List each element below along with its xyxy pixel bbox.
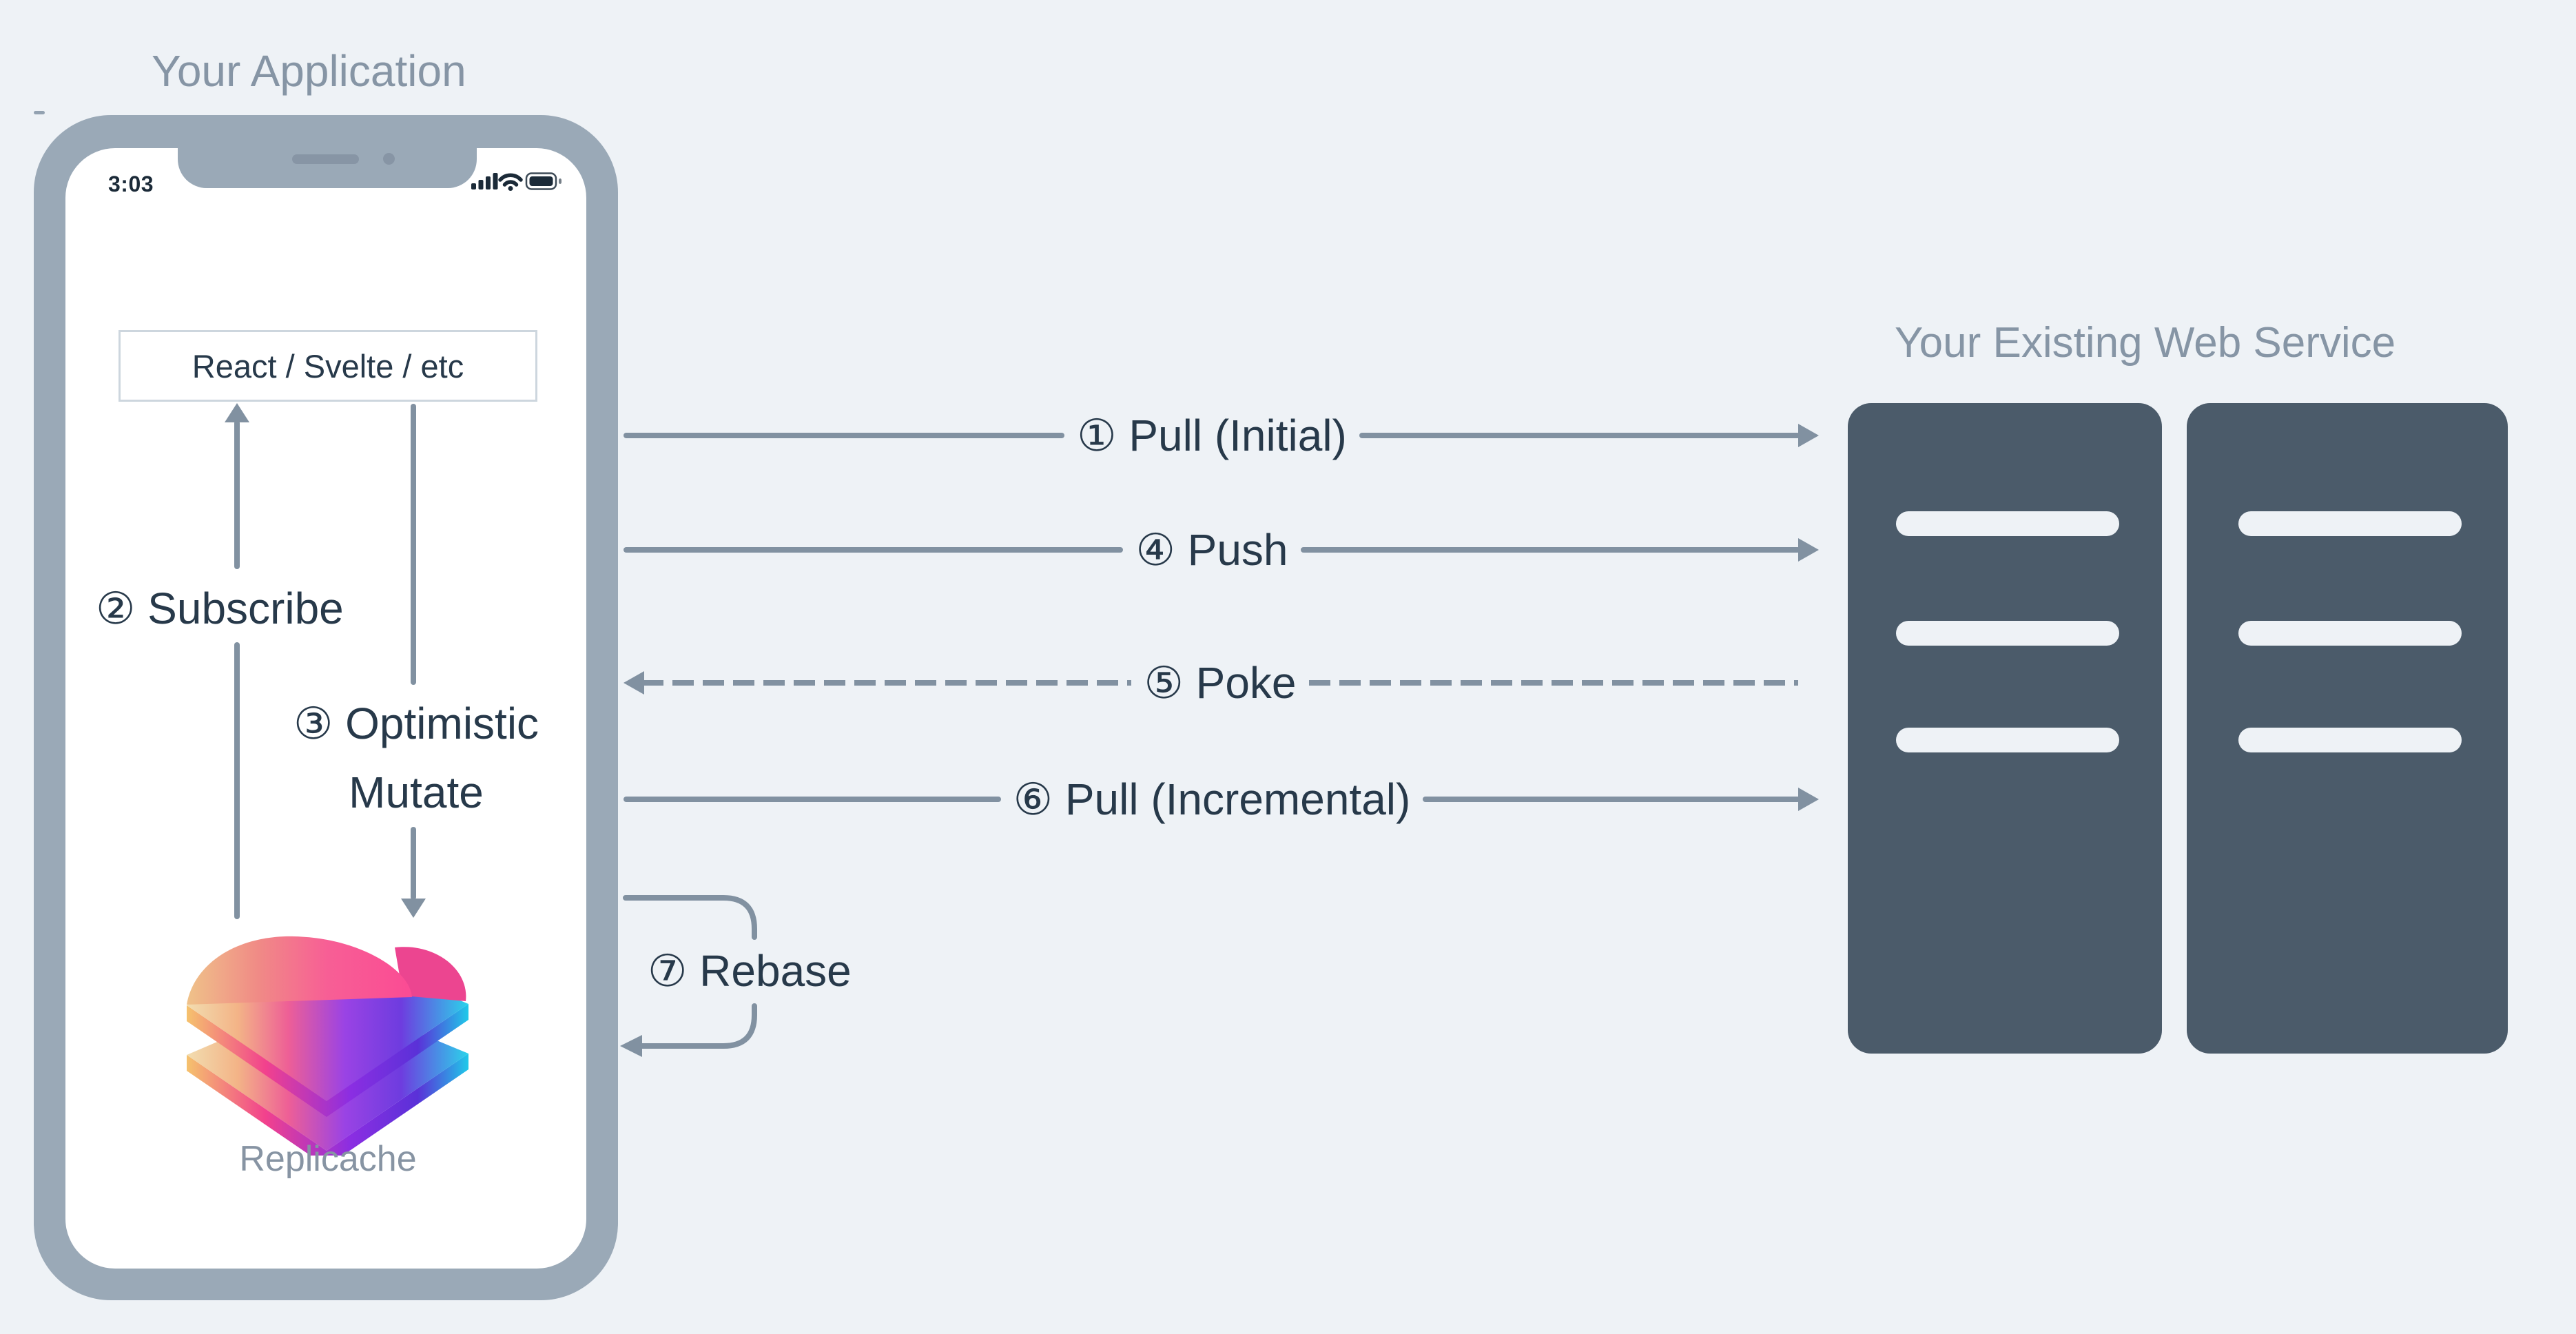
- mutate-label-line2: Mutate: [349, 768, 484, 817]
- arrow-right-icon: [1798, 538, 1819, 562]
- arrow-right-icon: [1798, 788, 1819, 811]
- flow-line: [1300, 547, 1800, 553]
- status-time: 3:03: [108, 172, 154, 196]
- flow-line: [624, 433, 1065, 438]
- server-slot: [1896, 621, 2119, 646]
- speaker-icon: [292, 154, 359, 164]
- wifi-icon: [498, 173, 523, 187]
- flow-label: ⑥ Pull (Incremental): [1013, 774, 1411, 824]
- subscribe-line-upper: [234, 420, 240, 569]
- mutate-label: ③ Optimistic Mutate: [244, 689, 588, 827]
- replicache-label: Replicache: [239, 1139, 417, 1179]
- mutate-label-line1: ③ Optimistic: [293, 699, 539, 748]
- mutate-line-upper: [411, 404, 416, 685]
- flow-poke: ⑤ Poke: [624, 655, 1798, 710]
- flow-push: ④ Push: [624, 522, 1819, 577]
- flow-label: ④ Push: [1135, 524, 1288, 575]
- subscribe-label: ② Subscribe: [96, 584, 344, 633]
- flow-line: [624, 797, 1001, 802]
- flow-label: ⑤ Poke: [1144, 657, 1297, 708]
- battery-icon: [525, 172, 561, 190]
- flow-label: ① Pull (Initial): [1077, 410, 1347, 460]
- subscribe-line-lower: [234, 642, 240, 919]
- subscribe-arrowhead-icon: [225, 403, 249, 422]
- server-slot: [1896, 511, 2119, 536]
- server-rack-icon: [2187, 403, 2508, 1054]
- mutate-line-lower: [411, 827, 416, 900]
- application-title: Your Application: [152, 46, 466, 96]
- framework-box-label: React / Svelte / etc: [192, 347, 464, 384]
- framework-box: React / Svelte / etc: [119, 330, 537, 402]
- web-service-title: Your Existing Web Service: [1895, 319, 2396, 367]
- stray-mark: [34, 111, 45, 114]
- wifi-dot: [508, 186, 513, 191]
- flow-pull-initial: ① Pull (Initial): [624, 408, 1819, 463]
- replicache-logo-icon: [187, 936, 468, 1156]
- flow-line-dashed: [642, 680, 1132, 686]
- arrow-left-icon: [620, 1035, 642, 1057]
- status-icons: [471, 172, 561, 191]
- flow-line-dashed: [1308, 680, 1798, 686]
- flow-line: [624, 547, 1124, 553]
- server-slot: [2238, 511, 2462, 536]
- server-rack-icon: [1848, 403, 2162, 1054]
- mutate-arrowhead-icon: [401, 899, 426, 918]
- camera-icon: [383, 153, 395, 165]
- rebase-label: ⑦ Rebase: [648, 946, 852, 996]
- flow-line: [1423, 797, 1800, 802]
- server-slot: [2238, 728, 2462, 752]
- flow-line: [1359, 433, 1800, 438]
- signal-icon: [471, 173, 498, 189]
- rebase-loop-icon: [620, 895, 757, 1057]
- server-slot: [2238, 621, 2462, 646]
- server-slot: [1896, 728, 2119, 752]
- arrow-left-icon: [624, 671, 644, 695]
- flow-pull-incremental: ⑥ Pull (Incremental): [624, 772, 1819, 827]
- arrow-right-icon: [1798, 424, 1819, 447]
